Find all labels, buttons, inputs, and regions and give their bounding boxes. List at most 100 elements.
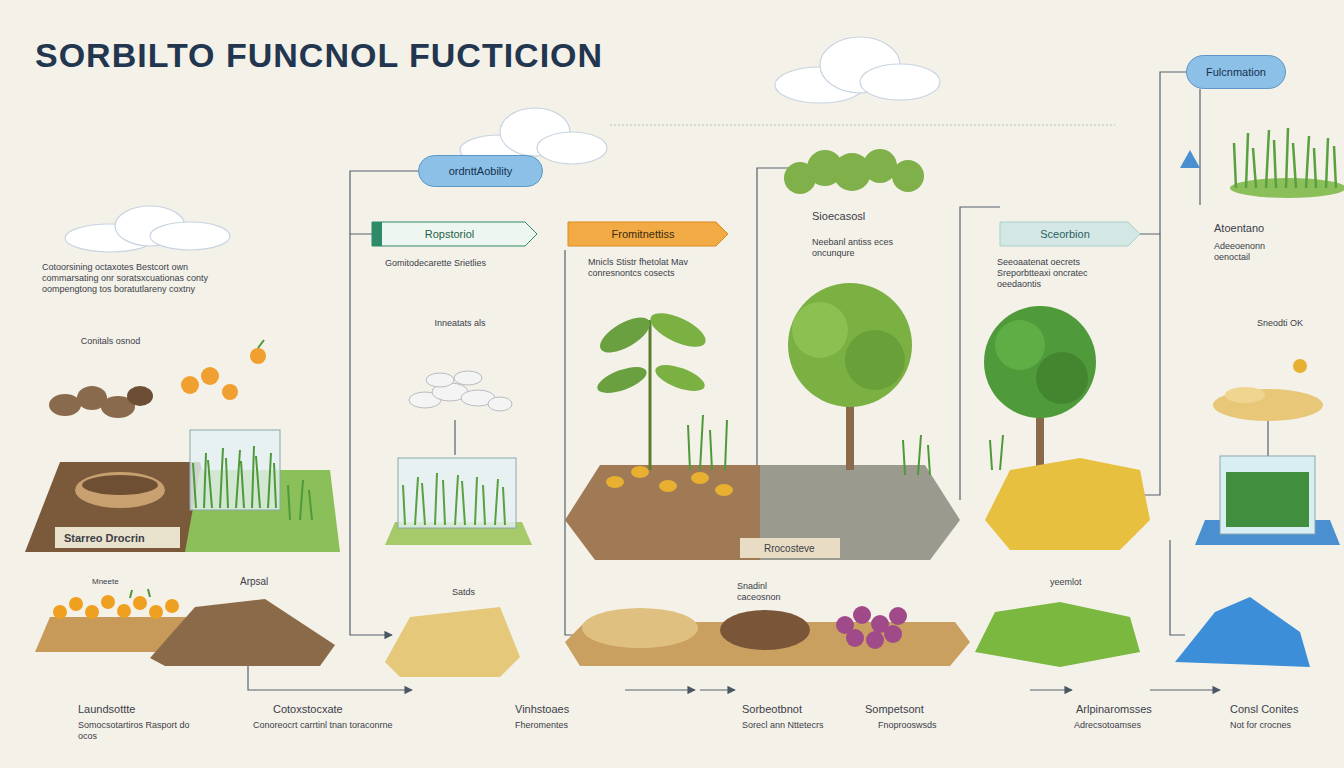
green-beaker [1220, 456, 1315, 534]
crystal-pile [409, 371, 512, 411]
note-text: Vinhstoaes [515, 703, 569, 716]
leader-line [700, 689, 735, 690]
seed-tray [101, 595, 115, 609]
note-text: Satds [452, 587, 475, 598]
seed-tray [150, 599, 335, 666]
bush [863, 149, 897, 183]
tree [788, 283, 1096, 472]
orange-fruit [201, 367, 219, 385]
note-text: Sompetsont [865, 703, 924, 716]
young-plant [594, 362, 650, 399]
seed-tray [853, 606, 871, 624]
note-text: Mnicls Stistr fhetolat Mav conresnontcs … [588, 257, 713, 279]
grain-pile [1293, 359, 1307, 373]
tab-header: Sceorbion [1000, 222, 1140, 246]
orange-fruit [181, 340, 266, 400]
seed-tray [149, 605, 163, 619]
note-text: Fheromentes [515, 720, 568, 731]
seed-tray [35, 589, 1310, 677]
beans [691, 472, 709, 484]
note-text: Fnoprooswsds [878, 720, 937, 731]
soil-block [82, 475, 158, 495]
seed-tray [53, 595, 179, 619]
soil-tray [565, 465, 760, 560]
reeds [1180, 128, 1344, 198]
grass-beaker [193, 446, 312, 520]
green-beaker [1267, 421, 1268, 457]
leader-line [1150, 689, 1220, 690]
tab-shape [568, 222, 728, 246]
note-text: Cotoorsining octaxotes Bestcort own comm… [42, 262, 247, 294]
young-plant [688, 415, 930, 475]
crystal-pile [454, 371, 482, 385]
pill-shape [419, 156, 543, 187]
tab-shape [372, 222, 537, 246]
leader-line [1199, 89, 1200, 205]
leader-line [350, 234, 392, 635]
pebbles [127, 386, 153, 406]
leader-line [565, 250, 590, 635]
note-text: Sorecl ann Nttetecrs [742, 720, 832, 731]
diagram-title: SORBILTO FUNCNOL FUCTICION [35, 36, 603, 75]
soil-tray [565, 465, 960, 560]
note-text: Arlpinaromsses [1076, 703, 1152, 716]
seed-tray [884, 625, 902, 643]
cloud [150, 222, 230, 250]
seed-tray [975, 602, 1140, 667]
note-text: Conitals osnod [78, 336, 143, 347]
seed-tray [69, 597, 83, 611]
young-plant [595, 311, 655, 360]
tree [792, 302, 848, 358]
tab-header: Ropstoriol [372, 222, 537, 246]
seed-tray [117, 604, 131, 618]
tab-shape [1000, 222, 1140, 246]
note-text: Sioecasosl [812, 210, 865, 223]
leader-line [1030, 689, 1072, 690]
tab-accent [372, 222, 382, 246]
crystal-pile [488, 397, 512, 411]
tree [845, 330, 905, 390]
node-text: Sceorbion [1040, 228, 1090, 240]
bush [784, 149, 924, 194]
grass-beaker [185, 430, 340, 552]
leader-line [757, 168, 790, 500]
reeds [1180, 150, 1200, 168]
seed-tray [1175, 597, 1310, 667]
beans [631, 466, 649, 478]
cloud [860, 64, 940, 100]
tree [1036, 352, 1088, 404]
tree [1036, 410, 1044, 472]
note-text: Cotoxstocxate [273, 703, 343, 716]
beans [606, 476, 624, 488]
node-text: Fulcnmation [1206, 66, 1266, 78]
note-text: Starreo Drocrin [62, 531, 147, 546]
reeds [1234, 128, 1336, 188]
node-text: Fromitnettiss [612, 228, 675, 240]
pebbles [49, 386, 153, 418]
note-text: Gomitodecarette Srietlies [385, 258, 495, 269]
soil-tray [740, 538, 840, 558]
seed-tray [385, 607, 520, 677]
grass-beaker [398, 458, 516, 528]
soil-tray [760, 465, 960, 560]
seed-tray [836, 606, 907, 649]
note-text: yeemlot [1050, 577, 1082, 588]
seed-tray [53, 605, 67, 619]
pill-label: ordnttAobility [418, 155, 543, 187]
young-plant [649, 320, 652, 470]
crystal-pile [426, 373, 454, 387]
grain-pile [985, 458, 1150, 550]
beans [715, 484, 733, 496]
note-text: Sorbeotbnot [742, 703, 802, 716]
young-plant [652, 360, 708, 397]
seed-tray [889, 607, 907, 625]
note-text: Adrecsotoamses [1074, 720, 1141, 731]
seed-tray [866, 631, 884, 649]
note-text: Snadinl caceosnon [735, 580, 809, 604]
orange-fruit [258, 340, 264, 348]
note-text: Adeeoenonn oenoctail [1214, 241, 1289, 263]
note-text: Inneatats als [425, 318, 495, 329]
note-text: Sneodti OK [1250, 318, 1310, 329]
